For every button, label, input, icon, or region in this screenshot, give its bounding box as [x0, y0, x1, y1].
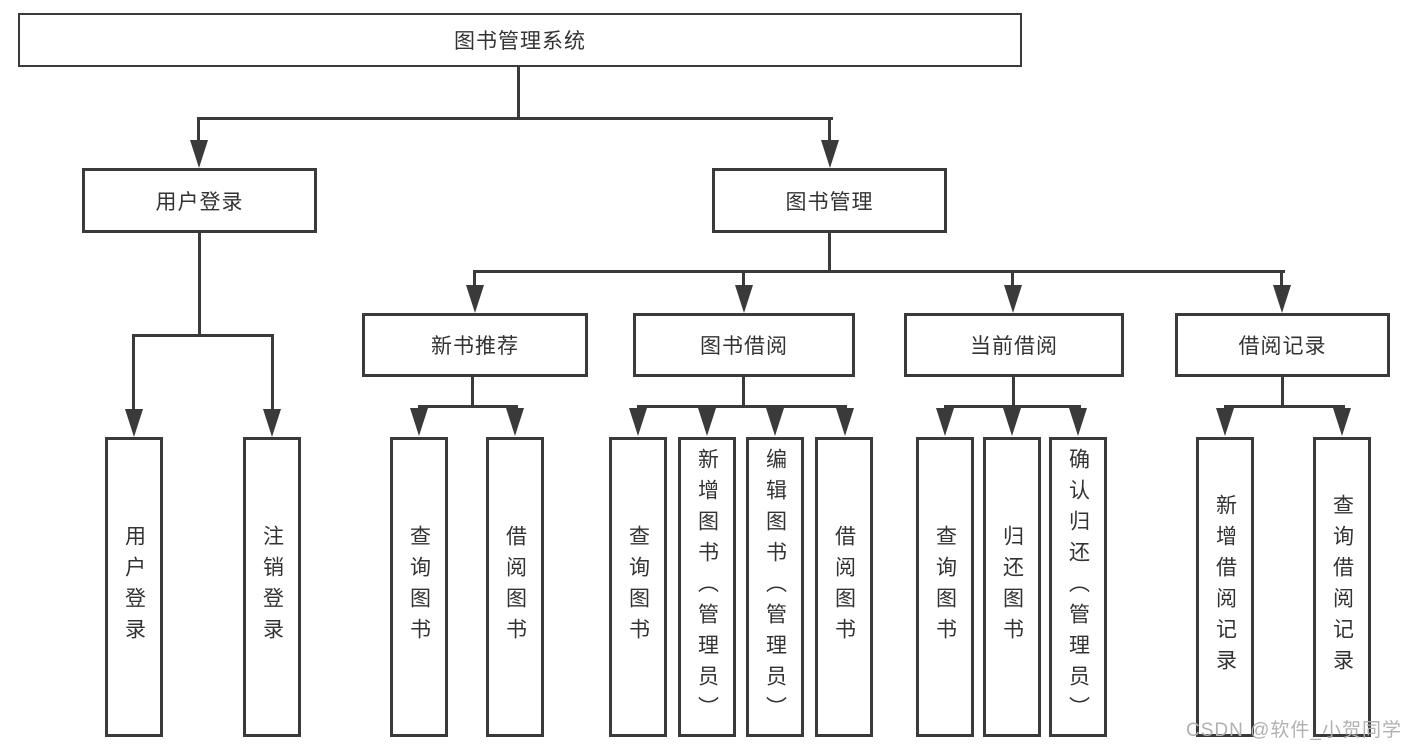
arrow-down-icon	[190, 140, 208, 168]
leaf-query-books-2: 查询图书	[609, 437, 667, 737]
watermark: CSDN @软件_小贺同学	[1186, 720, 1402, 741]
leaf-borrow-books-1: 借阅图书	[486, 437, 544, 737]
connector-line	[197, 117, 833, 120]
connector-line	[1224, 405, 1345, 408]
node-user-login-label: 用户登录	[155, 190, 244, 214]
node-library-system: 图书管理系统	[18, 13, 1022, 67]
arrow-down-icon	[1004, 285, 1022, 313]
connector-line	[742, 377, 745, 407]
connector-line	[637, 405, 847, 408]
leaf-query-books-3: 查询图书	[916, 437, 974, 737]
arrow-down-icon	[1003, 408, 1021, 436]
arrow-down-icon	[466, 285, 484, 313]
leaf-logout-label: 注销登录	[260, 525, 284, 649]
arrow-down-icon	[1069, 408, 1087, 436]
connector-line	[828, 117, 831, 143]
arrow-down-icon	[629, 408, 647, 436]
connector-line	[198, 233, 201, 336]
connector-line	[132, 334, 274, 337]
arrow-down-icon	[263, 409, 281, 437]
leaf-add-borrow-record-label: 新增借阅记录	[1213, 494, 1237, 680]
connector-line	[1281, 377, 1284, 407]
node-library-system-label: 图书管理系统	[454, 30, 586, 53]
leaf-query-books-2-label: 查询图书	[626, 525, 650, 649]
arrow-down-icon	[1333, 408, 1351, 436]
leaf-user-login-label: 用户登录	[122, 525, 146, 649]
leaf-add-book-admin-label: 新增图书（管理员）	[695, 447, 719, 727]
connector-line	[473, 270, 476, 287]
connector-line	[828, 233, 831, 272]
leaf-logout: 注销登录	[243, 437, 301, 737]
arrow-down-icon	[410, 408, 428, 436]
arrow-down-icon	[936, 408, 954, 436]
connector-line	[132, 334, 135, 411]
arrow-down-icon	[766, 408, 784, 436]
leaf-edit-book-admin-label: 编辑图书（管理员）	[763, 447, 787, 727]
leaf-add-book-admin: 新增图书（管理员）	[678, 437, 736, 737]
leaf-query-borrow-record: 查询借阅记录	[1313, 437, 1371, 737]
leaf-confirm-return-admin-label: 确认归还（管理员）	[1066, 447, 1090, 727]
connector-line	[1280, 270, 1283, 287]
arrow-down-icon	[1216, 408, 1234, 436]
leaf-confirm-return-admin: 确认归还（管理员）	[1049, 437, 1107, 737]
leaf-borrow-books-1-label: 借阅图书	[503, 525, 527, 649]
connector-line	[471, 377, 474, 407]
connector-line	[271, 334, 274, 411]
arrow-down-icon	[506, 408, 524, 436]
connector-line	[473, 270, 1285, 273]
node-current-borrow: 当前借阅	[904, 313, 1124, 377]
arrow-down-icon	[1273, 285, 1291, 313]
leaf-return-books-label: 归还图书	[1000, 525, 1024, 649]
arrow-down-icon	[821, 140, 839, 168]
connector-line	[1012, 377, 1015, 407]
node-new-book-recommend-label: 新书推荐	[431, 335, 519, 358]
leaf-return-books: 归还图书	[983, 437, 1041, 737]
node-user-login: 用户登录	[82, 168, 317, 233]
node-book-management: 图书管理	[712, 168, 947, 233]
arrow-down-icon	[735, 285, 753, 313]
node-book-management-label: 图书管理	[785, 190, 874, 214]
arrow-down-icon	[698, 408, 716, 436]
connector-line	[517, 67, 520, 119]
leaf-query-books-1: 查询图书	[390, 437, 448, 737]
connector-line	[742, 270, 745, 287]
connector-line	[1011, 270, 1014, 287]
connector-line	[197, 117, 200, 143]
node-book-borrow: 图书借阅	[633, 313, 855, 377]
node-borrow-records: 借阅记录	[1175, 313, 1390, 377]
leaf-query-books-1-label: 查询图书	[407, 525, 431, 649]
leaf-add-borrow-record: 新增借阅记录	[1196, 437, 1254, 737]
leaf-borrow-books-2: 借阅图书	[815, 437, 873, 737]
node-new-book-recommend: 新书推荐	[362, 313, 588, 377]
node-book-borrow-label: 图书借阅	[700, 335, 788, 358]
leaf-user-login: 用户登录	[105, 437, 163, 737]
node-current-borrow-label: 当前借阅	[970, 335, 1058, 358]
arrow-down-icon	[125, 409, 143, 437]
arrow-down-icon	[836, 408, 854, 436]
leaf-query-books-3-label: 查询图书	[933, 525, 957, 649]
leaf-edit-book-admin: 编辑图书（管理员）	[746, 437, 804, 737]
node-borrow-records-label: 借阅记录	[1238, 335, 1327, 358]
leaf-query-borrow-record-label: 查询借阅记录	[1330, 494, 1354, 680]
leaf-borrow-books-2-label: 借阅图书	[832, 525, 856, 649]
connector-line	[418, 405, 518, 408]
connector-line	[944, 405, 1081, 408]
